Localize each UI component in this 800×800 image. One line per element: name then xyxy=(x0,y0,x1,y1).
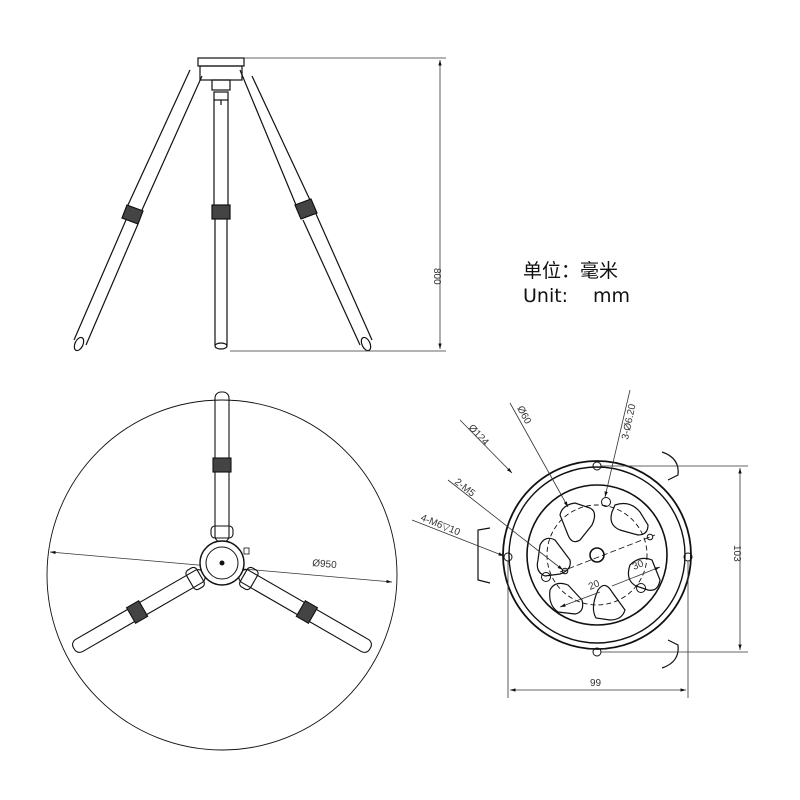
center-leg xyxy=(211,100,231,350)
span-dim-label: Ø950 xyxy=(312,558,338,571)
unit-en-value: mm xyxy=(593,285,631,307)
outer-dia-label: Ø124 xyxy=(466,423,491,449)
unit-label-en: Unit: mm xyxy=(523,285,630,307)
tripod-top-view xyxy=(46,391,398,751)
m5-label: 2-M5 xyxy=(452,477,477,500)
tripod-side-view xyxy=(73,57,373,352)
unit-label-cn: 单位：毫米 xyxy=(523,256,618,283)
width-99-label: 99 xyxy=(590,678,602,689)
left-leg xyxy=(73,69,203,352)
height-dim-label: 800 xyxy=(431,268,442,285)
dim-30-label: 30 xyxy=(631,558,646,573)
holes-label: 3-Ø6.20 xyxy=(620,403,638,441)
unit-cn-key: 单位： xyxy=(523,260,581,282)
unit-en-key: Unit: xyxy=(523,285,569,307)
unit-cn-value: 毫米 xyxy=(580,260,619,282)
dim-20-label: 20 xyxy=(587,578,602,593)
head-plate-detail xyxy=(477,451,693,669)
detail-dimensions xyxy=(411,389,748,698)
footprint-circle xyxy=(46,399,398,751)
height-103-label: 103 xyxy=(731,545,742,562)
right-leg xyxy=(239,69,373,352)
height-dimension xyxy=(230,57,446,352)
